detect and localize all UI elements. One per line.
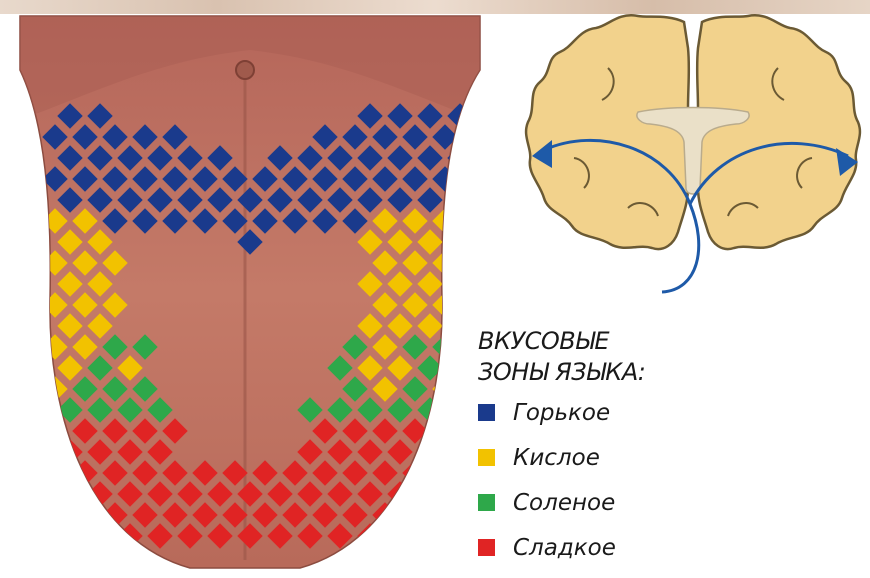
taste-dot-sour bbox=[477, 229, 490, 254]
taste-dot-sour bbox=[462, 292, 487, 317]
taste-dot-sour bbox=[447, 229, 472, 254]
legend-title-line2: ЗОНЫ ЯЗЫКА: bbox=[478, 357, 645, 388]
taste-dot-bitter bbox=[462, 166, 487, 191]
taste-dot-sweet bbox=[57, 523, 82, 548]
foramen-cecum bbox=[236, 61, 254, 79]
legend-label-bitter: Горькое bbox=[513, 400, 610, 426]
taste-dot-bitter bbox=[477, 145, 490, 170]
legend-item-salty: Соленое bbox=[478, 480, 645, 525]
brain-left-hemisphere bbox=[526, 15, 689, 249]
taste-dot-sweet bbox=[72, 502, 97, 527]
brain-cross-section bbox=[518, 8, 868, 298]
taste-dot-sweet bbox=[447, 439, 472, 464]
legend-swatch-bitter bbox=[478, 404, 495, 421]
taste-dot-sour bbox=[462, 250, 487, 275]
taste-dot-sweet bbox=[87, 523, 112, 548]
brain-right-hemisphere bbox=[697, 15, 860, 249]
taste-dot-sweet bbox=[417, 523, 442, 548]
tongue-illustration bbox=[0, 0, 490, 578]
legend-label-sour: Кислое bbox=[513, 445, 600, 471]
taste-dot-sweet bbox=[387, 523, 412, 548]
taste-dot-bitter bbox=[462, 124, 487, 149]
taste-dot-sour bbox=[447, 313, 472, 338]
taste-dot-bitter bbox=[477, 103, 490, 128]
taste-dot-sweet bbox=[402, 502, 427, 527]
legend-swatch-sour bbox=[478, 449, 495, 466]
taste-dot-sweet bbox=[42, 502, 67, 527]
taste-dot-sweet bbox=[447, 481, 472, 506]
taste-dot-sweet bbox=[432, 460, 457, 485]
legend-label-sweet: Сладкое bbox=[513, 535, 616, 561]
legend-item-sweet: Сладкое bbox=[478, 525, 645, 570]
taste-dot-sweet bbox=[432, 418, 457, 443]
legend-label-salty: Соленое bbox=[513, 490, 615, 516]
legend-swatch-salty bbox=[478, 494, 495, 511]
legend-item-bitter: Горькое bbox=[478, 390, 645, 435]
taste-dot-sweet bbox=[417, 439, 442, 464]
taste-dot-sweet bbox=[432, 502, 457, 527]
taste-dot-bitter bbox=[477, 187, 490, 212]
taste-dot-sour bbox=[462, 208, 487, 233]
taste-zones-legend: ВКУСОВЫЕ ЗОНЫ ЯЗЫКА: Горькое Кислое Соле… bbox=[478, 326, 645, 570]
taste-dot-sweet bbox=[57, 481, 82, 506]
legend-swatch-sweet bbox=[478, 539, 495, 556]
taste-dot-sweet bbox=[447, 523, 472, 548]
legend-title-line1: ВКУСОВЫЕ bbox=[478, 326, 645, 357]
taste-dot-sweet bbox=[417, 481, 442, 506]
legend-item-sour: Кислое bbox=[478, 435, 645, 480]
taste-dot-sweet bbox=[42, 460, 67, 485]
taste-dot-sour bbox=[477, 271, 490, 296]
taste-dot-sour bbox=[447, 271, 472, 296]
taste-dot-bitter bbox=[447, 187, 472, 212]
taste-dot-salty bbox=[447, 397, 472, 422]
taste-dot-sour bbox=[447, 355, 472, 380]
